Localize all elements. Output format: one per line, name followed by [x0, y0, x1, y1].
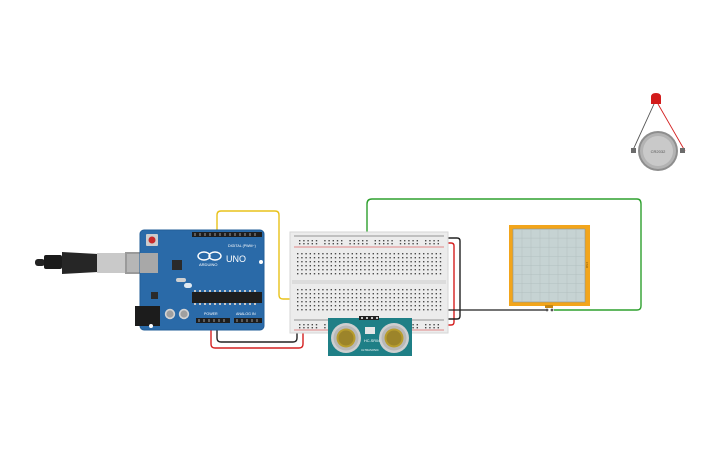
- fsr-label: FSR: [585, 262, 589, 269]
- black-wire-gnd[interactable]: [216, 322, 298, 343]
- power-jack: [135, 306, 160, 326]
- force-sensor[interactable]: FSR: [509, 225, 590, 312]
- usb-cable-icon: [35, 252, 157, 274]
- breadboard-holes: [297, 240, 442, 329]
- microcontroller-chip: [192, 292, 262, 303]
- wires: [210, 198, 642, 349]
- black-wire-rail-right[interactable]: [438, 237, 461, 320]
- battery-label: CR2032: [651, 149, 666, 154]
- arduino-model-label: UNO: [226, 254, 246, 264]
- sensor-name-label: HC-SR04: [364, 339, 380, 343]
- digital-header-label: DIGITAL (PWM~): [228, 244, 256, 248]
- sensor-subtitle-label: ULTRASONIC: [361, 348, 379, 352]
- arduino-brand-label: ARDUINO: [199, 262, 217, 267]
- yellow-wire[interactable]: [216, 210, 372, 300]
- arduino-logo-icon: [197, 251, 222, 261]
- red-wire-power[interactable]: [210, 322, 304, 349]
- analog-label: ANALOG IN: [236, 312, 256, 316]
- coin-battery-icon[interactable]: CR2032: [631, 131, 685, 171]
- green-wire[interactable]: [366, 198, 642, 311]
- led-icon[interactable]: [632, 93, 686, 152]
- fsr-grid: [513, 229, 585, 302]
- red-wire-rail-right[interactable]: [438, 242, 455, 326]
- power-label: POWER: [204, 312, 218, 316]
- arduino-uno-board[interactable]: DIGITAL (PWM~) ARDUINO UNO POWER ANALOG …: [135, 229, 265, 331]
- ultrasonic-sensor[interactable]: HC-SR04 ULTRASONIC: [328, 316, 412, 356]
- usb-port: [140, 253, 158, 273]
